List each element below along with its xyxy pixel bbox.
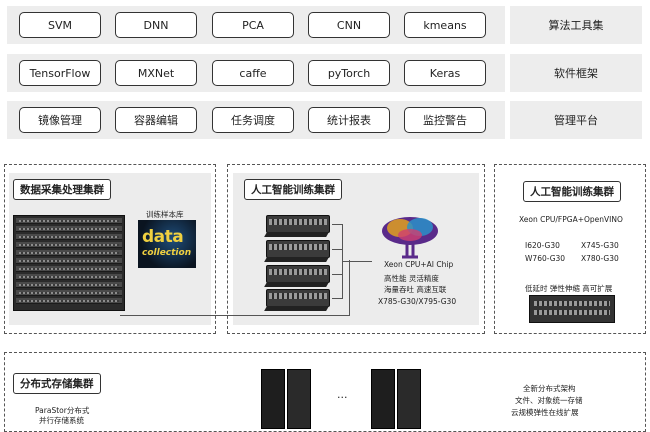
management-row-label: 管理平台 [510, 101, 642, 139]
ai-chip-label: Xeon CPU+AI Chip [384, 260, 454, 269]
storage-desc-3: 云规模弹性在线扩展 [511, 408, 579, 417]
storage-rack-1 [261, 369, 285, 429]
fw-caffe: caffe [212, 60, 294, 86]
connector-line-vertical [349, 260, 350, 316]
mgmt-monitor: 监控警告 [404, 107, 486, 133]
storage-sub-1: ParaStor分布式 [35, 406, 90, 415]
algo-kmeans: kmeans [404, 12, 486, 38]
ai2-model-1: I620-G30 [525, 241, 560, 250]
mgmt-scheduling: 任务调度 [212, 107, 294, 133]
data-word: data [142, 227, 184, 247]
storage-sub-2: 并行存储系统 [39, 416, 84, 425]
storage-rack-4 [397, 369, 421, 429]
data-collection-image: data collection [138, 220, 196, 268]
sample-library-label: 训练样本库 [146, 210, 184, 219]
ai-features-1: 高性能 灵活精度 [384, 274, 439, 283]
mgmt-image: 镜像管理 [19, 107, 101, 133]
fw-keras: Keras [404, 60, 486, 86]
gpu-server-2 [266, 240, 330, 258]
gpu-server-1 [266, 215, 330, 233]
ai-cluster2-panel: 人工智能训练集群 Xeon CPU/FPGA+OpenVINO I620-G30… [494, 164, 646, 334]
ai-cluster-title: 人工智能训练集群 [244, 179, 342, 200]
data-cluster-title: 数据采集处理集群 [13, 179, 111, 200]
framework-row: TensorFlow MXNet caffe pyTorch Keras [7, 54, 505, 92]
gpu-server-3 [266, 265, 330, 283]
data-cluster-panel: 数据采集处理集群 训练样本库 data collection [4, 164, 216, 334]
storage-desc-1: 全新分布式架构 [523, 384, 576, 393]
connector-line [120, 315, 350, 316]
algo-pca: PCA [212, 12, 294, 38]
ai2-chip-label: Xeon CPU/FPGA+OpenVINO [519, 215, 623, 224]
ai-cluster-panel: 人工智能训练集群 Xeon CPU+AI Chip 高性能 灵活精度 海量吞吐 … [227, 164, 485, 334]
storage-rack-3 [371, 369, 395, 429]
ai2-server-image [529, 295, 615, 323]
algo-svm: SVM [19, 12, 101, 38]
ai-features-2: 海量吞吐 高速互联 [384, 285, 447, 294]
algo-cnn: CNN [308, 12, 390, 38]
storage-cluster-title: 分布式存储集群 [13, 373, 101, 394]
storage-desc-2: 文件、对象统一存储 [515, 396, 583, 405]
fw-mxnet: MXNet [115, 60, 197, 86]
ai2-features: 低延时 弹性伸缩 高可扩展 [525, 284, 613, 293]
algorithm-row-label: 算法工具集 [510, 6, 642, 44]
mgmt-reports: 统计报表 [308, 107, 390, 133]
algorithm-row: SVM DNN PCA CNN kmeans [7, 6, 505, 44]
ai2-model-3: X745-G30 [581, 241, 619, 250]
ai-brain-icon [382, 217, 438, 259]
ai-model-label: X785-G30/X795-G30 [378, 297, 457, 306]
ai-cluster2-title: 人工智能训练集群 [523, 181, 621, 202]
collection-word: collection [142, 248, 192, 258]
gpu-server-4 [266, 289, 330, 307]
storage-ellipsis: ··· [337, 391, 348, 404]
management-row: 镜像管理 容器编辑 任务调度 统计报表 监控警告 [7, 101, 505, 139]
ai2-model-2: W760-G30 [525, 254, 566, 263]
storage-rack-image [13, 215, 125, 311]
framework-row-label: 软件框架 [510, 54, 642, 92]
mgmt-container: 容器编辑 [115, 107, 197, 133]
storage-rack-2 [287, 369, 311, 429]
fw-pytorch: pyTorch [308, 60, 390, 86]
algo-dnn: DNN [115, 12, 197, 38]
ai2-model-4: X780-G30 [581, 254, 619, 263]
fw-tensorflow: TensorFlow [19, 60, 101, 86]
storage-cluster-panel: 分布式存储集群 ParaStor分布式 并行存储系统 ··· 全新分布式架构 文… [4, 352, 646, 432]
